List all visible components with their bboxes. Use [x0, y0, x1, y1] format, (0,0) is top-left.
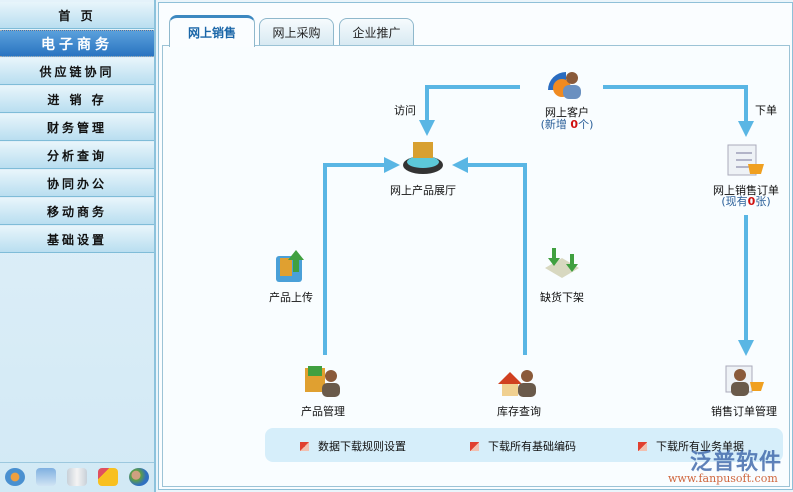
download-codes-link[interactable]: 下载所有基础编码	[470, 438, 576, 454]
nav-supply-chain[interactable]: 供应链协同	[0, 58, 154, 85]
customer-node[interactable]	[545, 68, 585, 104]
customer-count: 0	[570, 118, 579, 131]
fanpu-logo: 泛普软件 www.fanpusoft.com	[668, 444, 788, 488]
chat-icon[interactable]	[5, 467, 26, 486]
download-documents-label: 下载所有业务单据	[656, 440, 744, 453]
users-icon[interactable]	[128, 467, 149, 486]
order-mgmt-label[interactable]: 销售订单管理	[711, 405, 777, 418]
stock-label[interactable]: 库存查询	[497, 405, 541, 418]
showroom-label[interactable]: 网上产品展厅	[390, 184, 456, 197]
order-label[interactable]: 网上销售订单	[713, 184, 779, 197]
nav-mobile[interactable]: 移动商务	[0, 198, 154, 225]
download-codes-label: 下载所有基础编码	[488, 440, 576, 453]
nav-ecommerce[interactable]: 电子商务	[0, 30, 154, 57]
order-mgmt-icon	[725, 365, 764, 396]
offshelf-node[interactable]	[542, 244, 582, 280]
tab-online-purchase[interactable]: 网上采购	[259, 18, 334, 46]
main-panel: 网上销售 网上采购 企业推广	[158, 2, 793, 490]
customer-sub-prefix: (新增	[540, 118, 571, 131]
order-count: (现有0张)	[721, 193, 770, 209]
customer-new-count: (新增 0个)	[541, 116, 594, 132]
order-icon	[727, 144, 764, 176]
offshelf-label[interactable]: 缺货下架	[540, 291, 584, 304]
order-mgmt-node[interactable]	[724, 362, 764, 398]
nav-analysis[interactable]: 分析查询	[0, 142, 154, 169]
nav-home[interactable]: 首 页	[0, 2, 154, 29]
logo-name: 泛普软件	[690, 450, 783, 475]
customer-label[interactable]: 网上客户	[545, 106, 589, 119]
upload-icon	[276, 250, 304, 282]
arrow-stock-to-showroom	[452, 157, 527, 355]
book-icon[interactable]	[66, 467, 87, 486]
stock-node[interactable]	[497, 364, 537, 400]
product-mgmt-icon	[305, 366, 340, 397]
arrow-product-mgmt-to-showroom	[323, 157, 400, 355]
product-mgmt-label[interactable]: 产品管理	[301, 405, 345, 418]
bullet-icon	[300, 441, 309, 451]
tab-online-sales[interactable]: 网上销售	[169, 15, 255, 47]
order-sub-prefix: (现有	[721, 195, 748, 208]
nav-inventory[interactable]: 进 销 存	[0, 86, 154, 113]
order-sub-suffix: 张)	[755, 195, 771, 208]
tab-content	[162, 45, 790, 487]
mailbox-icon[interactable]	[97, 467, 118, 486]
order-count-value: 0	[747, 195, 756, 208]
download-rules-label: 数据下载规则设置	[318, 440, 406, 453]
calculator-icon[interactable]	[36, 467, 57, 486]
nav-office[interactable]: 协同办公	[0, 170, 154, 197]
bullet-icon	[638, 441, 647, 451]
stock-icon	[498, 370, 536, 397]
tab-promotion[interactable]: 企业推广	[339, 18, 414, 46]
showroom-node[interactable]	[403, 138, 443, 174]
download-rules-link[interactable]: 数据下载规则设置	[300, 438, 406, 454]
nav-finance[interactable]: 财务管理	[0, 114, 154, 141]
arrow-customer-to-order	[603, 85, 754, 137]
customer-icon	[548, 72, 581, 99]
download-documents-link[interactable]: 下载所有业务单据	[638, 438, 744, 454]
product-mgmt-node[interactable]	[302, 362, 342, 398]
arrow-customer-to-showroom	[419, 85, 520, 136]
place-order-label: 下单	[755, 104, 777, 117]
nav-settings[interactable]: 基础设置	[0, 226, 154, 253]
offshelf-icon	[545, 248, 579, 278]
showroom-icon	[403, 142, 443, 174]
customer-sub-suffix: 个)	[578, 118, 594, 131]
bullet-icon	[470, 441, 479, 451]
download-bar	[265, 428, 783, 462]
order-node[interactable]	[726, 142, 766, 178]
upload-label[interactable]: 产品上传	[269, 291, 313, 304]
upload-node[interactable]	[270, 249, 310, 285]
bottom-toolbar	[0, 462, 154, 490]
logo-url: www.fanpusoft.com	[668, 472, 778, 485]
sidebar: 首 页 电子商务 供应链协同 进 销 存 财务管理 分析查询 协同办公 移动商务…	[0, 0, 156, 492]
visit-label: 访问	[394, 104, 416, 117]
